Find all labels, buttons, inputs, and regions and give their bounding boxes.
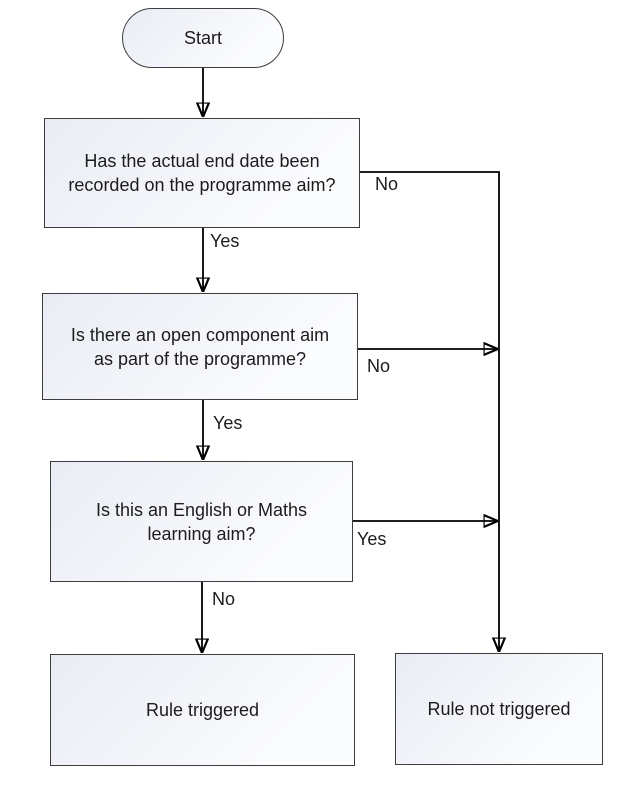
node-question-end-date-recorded-label: Has the actual end date been recorded on… — [68, 151, 336, 195]
edge-label-q3-yes: Yes — [357, 529, 387, 549]
node-question-english-or-maths-label: Is this an English or Maths learning aim… — [95, 499, 308, 544]
node-rule-not-triggered-label: Rule not triggered — [427, 699, 571, 719]
node-question-english-or-maths: Is this an English or Maths learning aim… — [50, 461, 353, 582]
edge-label-q1-yes: Yes — [210, 231, 240, 251]
node-rule-triggered: Rule triggered — [50, 654, 355, 766]
node-question-open-component-aim-label: Is there an open component aim as part o… — [70, 324, 330, 369]
node-start-label: Start — [183, 28, 222, 48]
edge-label-q1-no: No — [375, 174, 399, 194]
edge-label-q2-yes: Yes — [213, 413, 243, 433]
node-rule-not-triggered: Rule not triggered — [395, 653, 603, 765]
node-start: Start — [122, 8, 284, 68]
edge-q1-no-to-rule-not-triggered — [360, 171, 499, 652]
node-rule-triggered-label: Rule triggered — [145, 700, 260, 720]
edge-label-q2-no: No — [367, 356, 391, 376]
node-question-end-date-recorded: Has the actual end date been recorded on… — [44, 118, 360, 228]
edge-label-q3-no: No — [212, 589, 236, 609]
node-question-open-component-aim: Is there an open component aim as part o… — [42, 293, 358, 400]
